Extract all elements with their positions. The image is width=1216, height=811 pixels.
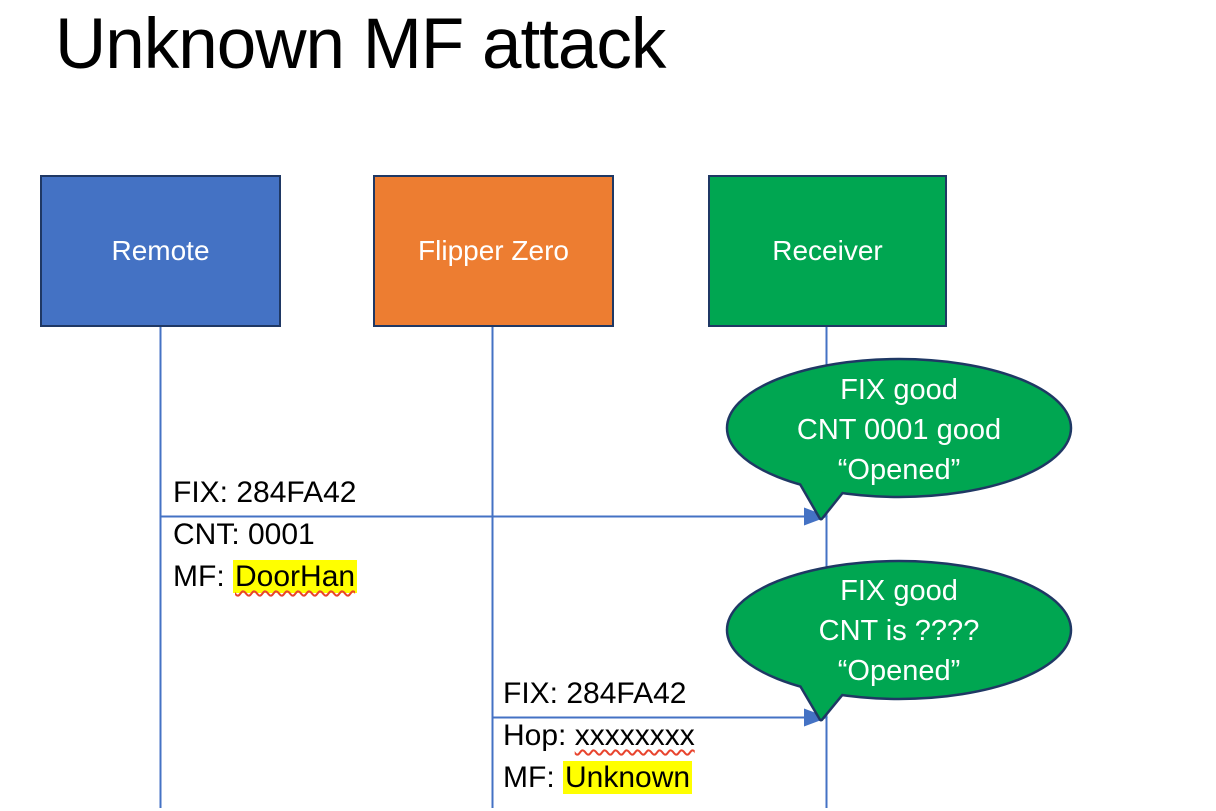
callout-2-shape xyxy=(725,559,1073,722)
actor-label-remote: Remote xyxy=(111,235,210,266)
message-2-labels: FIX: 284FA42 Hop: xxxxxxxx MF: Unknown xyxy=(503,673,695,799)
message-2-line-2: Hop: xxxxxxxx xyxy=(503,715,695,757)
callout-2-text: FIX good CNT is ???? “Opened” xyxy=(726,571,1072,691)
message-2-mf-value-highlighted: Unknown xyxy=(563,761,693,794)
message-1-cnt-text: CNT: 0001 xyxy=(173,518,315,551)
callout-1-shape xyxy=(725,357,1073,521)
message-2-hop-value-squiggle: xxxxxxxx xyxy=(574,719,695,752)
message-2-fix-text: FIX: 284FA42 xyxy=(503,677,687,710)
callout-1-line-3: “Opened” xyxy=(837,454,961,486)
actor-label-flipper-zero: Flipper Zero xyxy=(418,235,569,266)
message-1-arrowhead-icon xyxy=(804,507,828,526)
actor-box-receiver: Receiver xyxy=(708,175,947,327)
message-1-line-1: FIX: 284FA42 xyxy=(173,472,357,514)
message-1-line-2: CNT: 0001 xyxy=(173,514,357,556)
callout-2-tail-fill xyxy=(791,668,853,719)
message-1-labels: FIX: 284FA42 CNT: 0001 MF: DoorHan xyxy=(173,472,358,598)
actor-box-flipper-zero: Flipper Zero xyxy=(373,175,614,327)
message-2-arrowhead-icon xyxy=(804,708,828,727)
callout-1-text: FIX good CNT 0001 good “Opened” xyxy=(726,370,1072,490)
actor-box-remote: Remote xyxy=(40,175,281,327)
callout-1-ellipse xyxy=(725,357,1073,499)
message-1-fix-text: FIX: 284FA42 xyxy=(173,476,357,509)
message-2-line-1: FIX: 284FA42 xyxy=(503,673,695,715)
message-1-line-3: MF: DoorHan xyxy=(173,556,358,598)
message-2-line-3: MF: Unknown xyxy=(503,757,695,799)
message-1-mf-prefix: MF: xyxy=(173,560,233,593)
callout-1-tail-fill xyxy=(791,466,853,518)
message-2-mf-prefix: MF: xyxy=(503,761,563,794)
message-2-hop-prefix: Hop: xyxy=(503,719,575,752)
callout-2-line-3: “Opened” xyxy=(837,655,961,687)
slide-title: Unknown MF attack xyxy=(55,5,666,84)
actor-label-receiver: Receiver xyxy=(772,235,883,266)
callout-2-line-1: FIX good xyxy=(840,575,958,607)
callout-1-line-1: FIX good xyxy=(840,374,958,406)
callout-2-line-2: CNT is ???? xyxy=(818,615,980,647)
callout-1-line-2: CNT 0001 good xyxy=(796,414,1002,446)
callout-2-ellipse xyxy=(725,559,1073,701)
message-1-mf-value-highlighted: DoorHan xyxy=(233,560,358,593)
